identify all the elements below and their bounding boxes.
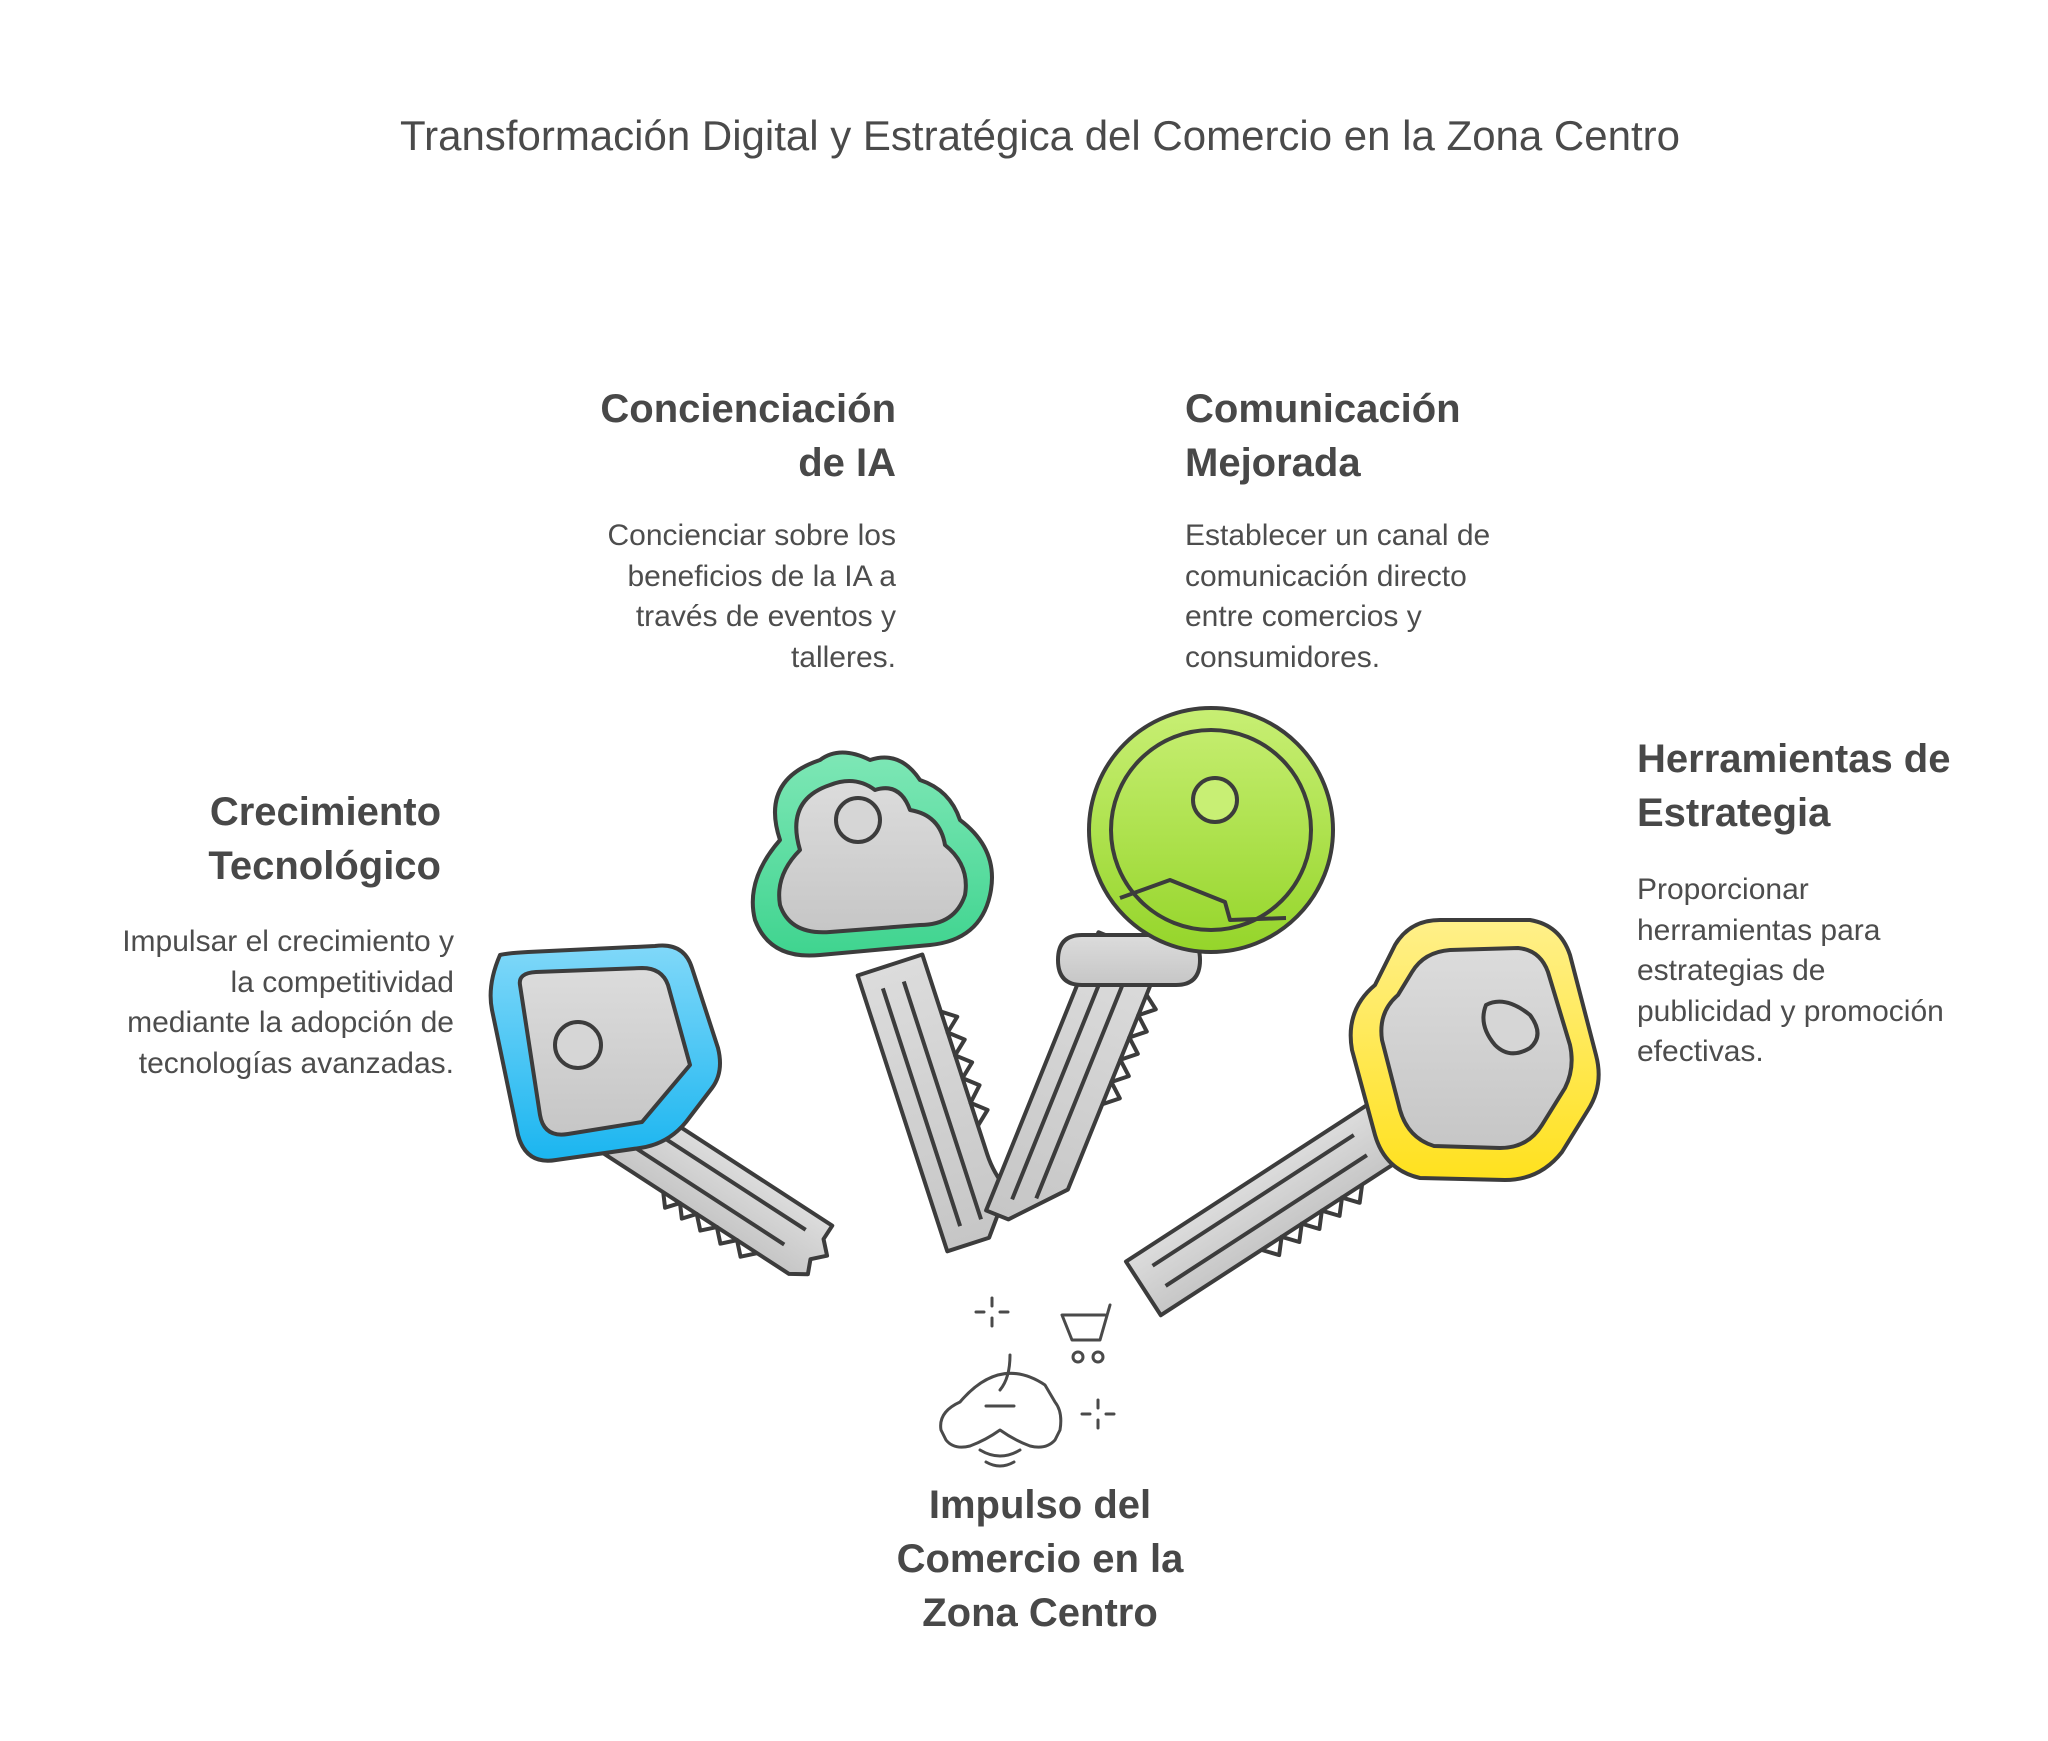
key-improved-communication — [984, 706, 1335, 1222]
heading-technological-growth: Crecimiento Tecnológico — [208, 790, 441, 888]
heading-strategy-tools: Herramientas de Estrategia — [1637, 737, 1951, 835]
key-strategy-tools — [1123, 918, 1601, 1318]
diagram-title: Transformación Digital y Estratégica del… — [400, 112, 1680, 159]
sparkle-icon — [974, 1296, 1116, 1430]
circle-key-head — [1087, 706, 1335, 954]
vr-headset-icon — [939, 1353, 1063, 1468]
heading-ai-awareness: Concienciación de IA — [600, 387, 896, 485]
description-strategy-tools: Proporcionar herramientas para estrategi… — [1637, 873, 1944, 1068]
description-technological-growth: Impulsar el crecimiento y la competitivi… — [122, 925, 454, 1080]
heading-improved-communication: Comunicación Mejorada — [1185, 387, 1461, 485]
shopping-cart-icon — [1060, 1303, 1112, 1364]
key-technological-growth — [488, 943, 835, 1277]
center-heading: Impulso del Comercio en la Zona Centro — [896, 1483, 1184, 1635]
key-ai-awareness — [750, 750, 1010, 1254]
description-ai-awareness: Concienciar sobre los beneficios de la I… — [607, 519, 896, 674]
description-improved-communication: Establecer un canal de comunicación dire… — [1185, 519, 1491, 674]
